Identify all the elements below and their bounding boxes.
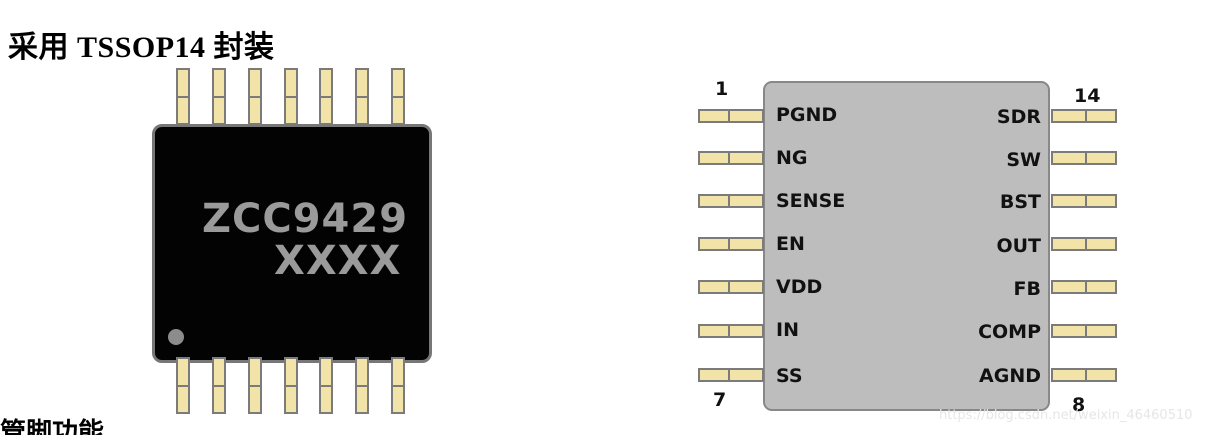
pin-number-top-left: 1 — [715, 78, 729, 100]
pin-label-left: VDD — [776, 276, 823, 298]
pin1-indicator-dot — [168, 329, 184, 345]
package-lead-bot — [176, 357, 190, 414]
pinout-lead-right — [1051, 151, 1117, 165]
pin-label-left: IN — [776, 319, 799, 341]
pin-label-right: AGND — [979, 365, 1041, 387]
pinout-lead-right — [1051, 194, 1117, 208]
pin-label-left: SS — [776, 365, 803, 387]
pinout-lead-right — [1051, 280, 1117, 294]
package-lead-bot — [248, 357, 262, 414]
pinout-lead-left — [698, 151, 764, 165]
package-lead-top — [212, 68, 226, 125]
pin-number-bottom-right: 8 — [1072, 394, 1086, 416]
chip-part-number: ZCC9429 — [202, 196, 409, 242]
package-lead-top — [284, 68, 298, 125]
chip-marking-code: XXXX — [274, 238, 402, 284]
package-lead-top — [355, 68, 369, 125]
pinout-lead-left — [698, 109, 764, 123]
pinout-lead-right — [1051, 109, 1117, 123]
pinout-lead-left — [698, 368, 764, 382]
pin-label-left: EN — [776, 233, 805, 255]
section-heading-pin-function: 管脚功能 — [0, 418, 105, 435]
pinout-lead-left — [698, 324, 764, 338]
pinout-lead-right — [1051, 324, 1117, 338]
package-top-view: ZCC9429 XXXX — [0, 0, 600, 435]
package-lead-top — [391, 68, 405, 125]
pin-label-right: COMP — [978, 321, 1041, 343]
pin-number-top-right: 14 — [1074, 85, 1101, 107]
pin-label-right: BST — [999, 191, 1041, 213]
pin-label-left: SENSE — [776, 190, 846, 212]
package-lead-bot — [355, 357, 369, 414]
pinout-lead-left — [698, 280, 764, 294]
pin-label-right: OUT — [996, 235, 1041, 257]
pinout-lead-left — [698, 237, 764, 251]
pin-label-left: NG — [776, 147, 808, 169]
package-lead-top — [248, 68, 262, 125]
pinout-lead-left — [698, 194, 764, 208]
pin-label-right: SW — [1006, 149, 1041, 171]
package-lead-bot — [284, 357, 298, 414]
package-lead-bot — [319, 357, 333, 414]
package-heading: 采用 TSSOP14 封装 — [8, 31, 275, 64]
chip-body — [152, 124, 432, 363]
pin-number-bottom-left: 7 — [713, 389, 727, 411]
watermark: https://blog.csdn.net/weixin_46460510 — [939, 408, 1193, 423]
package-lead-bot — [212, 357, 226, 414]
pinout-lead-right — [1051, 237, 1117, 251]
package-lead-bot — [391, 357, 405, 414]
package-lead-top — [319, 68, 333, 125]
pin-label-right: SDR — [996, 106, 1041, 128]
pin-label-left: PGND — [776, 104, 838, 126]
package-lead-top — [176, 68, 190, 125]
pin-label-right: FB — [1013, 278, 1041, 300]
pinout-body — [763, 81, 1050, 411]
pinout-lead-right — [1051, 368, 1117, 382]
